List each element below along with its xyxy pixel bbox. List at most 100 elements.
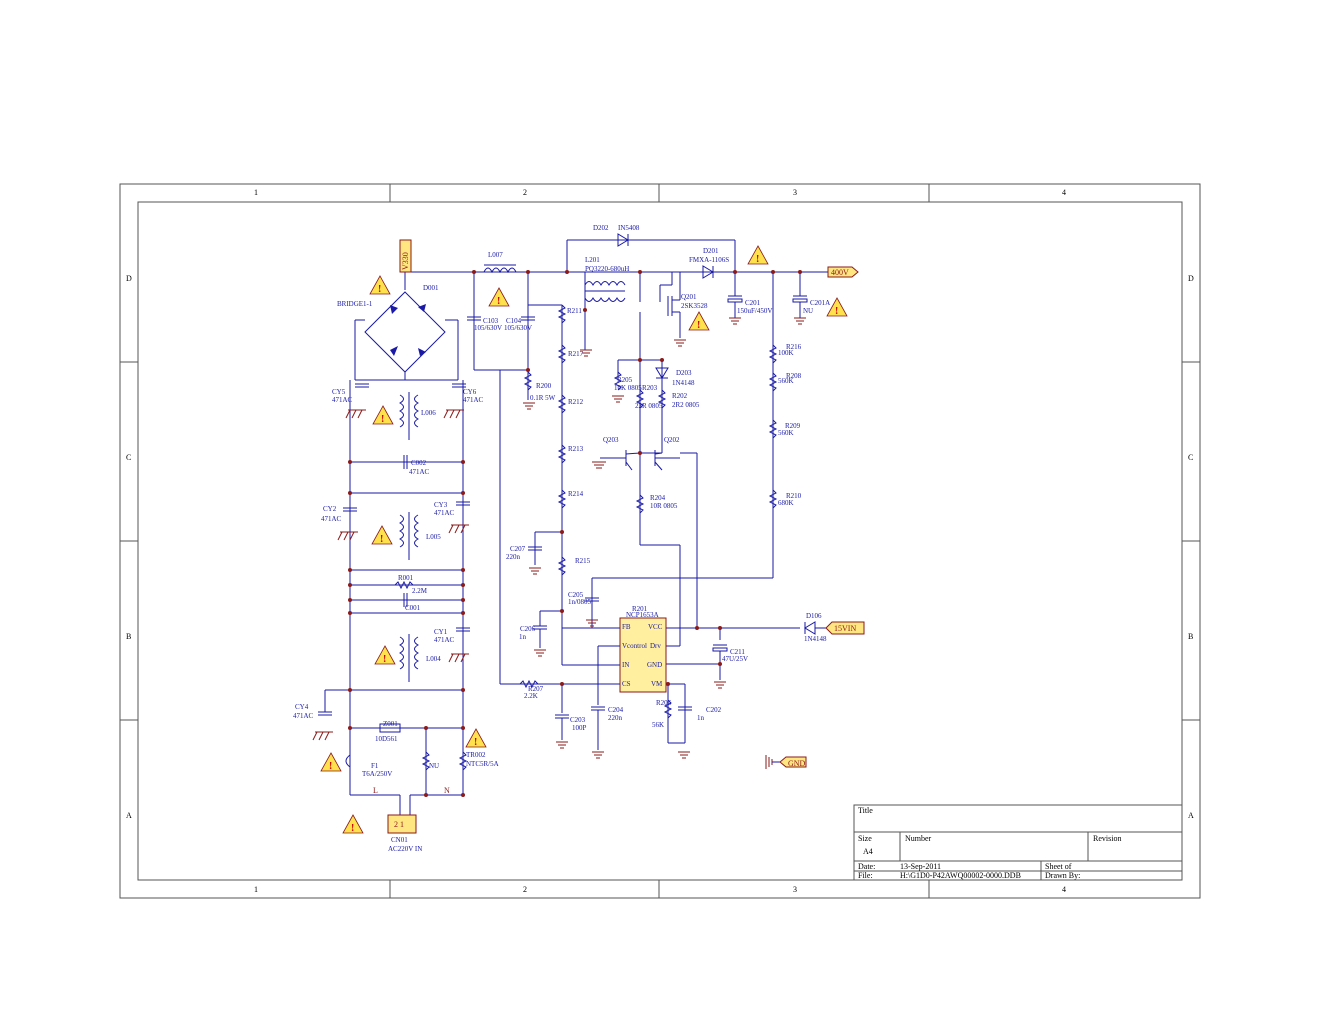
label-r206: R206 xyxy=(656,699,672,707)
warning-icon: ! xyxy=(342,814,364,834)
label-r211: R211 xyxy=(567,307,582,315)
sheet-label: Sheet of xyxy=(1045,862,1072,871)
warning-icon: ! xyxy=(369,275,391,295)
col-label-top-1: 1 xyxy=(254,188,258,197)
label-q203: Q203 xyxy=(603,436,619,444)
label-r001-val: 2.2M xyxy=(412,587,428,595)
warning-icon: ! xyxy=(747,245,769,265)
title-block: Title Size A4 Number Revision Date: 13-S… xyxy=(853,804,1183,881)
label-r206-val: 56K xyxy=(652,721,664,729)
label-r202-val: 2R2 0805 xyxy=(672,401,700,409)
svg-text:!: ! xyxy=(378,284,381,295)
label-l201: L201 xyxy=(585,256,600,264)
label-r205: R205 xyxy=(617,376,633,384)
file-label: File: xyxy=(858,871,873,880)
label-cy1-val: 471AC xyxy=(434,636,455,644)
label-c001: C001 xyxy=(405,604,421,612)
label-c203: C203 xyxy=(570,716,586,724)
warning-icon: ! xyxy=(371,525,393,545)
label-r209: R209 xyxy=(785,422,801,430)
pin-cs: CS xyxy=(622,680,631,688)
label-r210-val: 680K xyxy=(778,499,794,507)
row-label-right-b: B xyxy=(1188,632,1193,641)
label-nu: NU xyxy=(429,762,439,770)
label-d001: D001 xyxy=(423,284,439,292)
label-cy6: CY6 xyxy=(463,388,477,396)
row-label-right-a: A xyxy=(1188,811,1194,820)
label-r208: R208 xyxy=(786,372,802,380)
label-tr002: TR002 xyxy=(466,751,486,759)
label-q201: Q201 xyxy=(681,293,697,301)
row-label-left-b: B xyxy=(126,632,131,641)
warning-icon: ! xyxy=(320,752,342,772)
label-r212: R212 xyxy=(568,398,584,406)
label-c201a: C201A xyxy=(810,299,830,307)
svg-text:400V: 400V xyxy=(831,268,849,277)
label-r213: R213 xyxy=(568,445,584,453)
label-r204: R204 xyxy=(650,494,666,502)
col-label-top-3: 3 xyxy=(793,188,797,197)
pin-vcc: VCC xyxy=(648,623,663,631)
label-l201-val: PQ3220-680uH xyxy=(585,265,629,273)
pin-drv: Drv xyxy=(650,642,661,650)
component-labels: BRIDGE1-1 D001 L007 L201 PQ3220-680uH D2… xyxy=(293,224,830,853)
port-15vin: 15VIN xyxy=(825,621,865,635)
label-c204-val: 220n xyxy=(608,714,623,722)
size-value: A4 xyxy=(863,847,873,856)
label-line-l: L xyxy=(373,786,378,795)
label-r210: R210 xyxy=(786,492,802,500)
file-value: H:\G1D0-P42AWQ00002-0000.DDB xyxy=(900,871,1021,880)
warning-icon: ! xyxy=(372,405,394,425)
col-label-top-2: 2 xyxy=(523,188,527,197)
ground-symbols xyxy=(312,317,806,769)
pin-in: IN xyxy=(622,661,629,669)
label-d201: D201 xyxy=(703,247,719,255)
label-c103-val: 105/630V xyxy=(474,324,502,332)
label-f1-val: T6A/250V xyxy=(362,770,392,778)
svg-text:!: ! xyxy=(474,737,477,748)
connector-cn01: 2 1 xyxy=(387,814,417,834)
label-line-n: N xyxy=(444,786,450,795)
pin-fb: FB xyxy=(622,623,631,631)
label-r215: R215 xyxy=(575,557,591,565)
label-q202: Q202 xyxy=(664,436,680,444)
label-c201-val: 150uF/450V xyxy=(737,307,772,315)
label-tr002-val: NTC5R/5A xyxy=(466,760,499,768)
warning-icon: ! xyxy=(488,287,510,307)
label-d106-val: 1N4148 xyxy=(804,635,827,643)
warning-icon: ! xyxy=(688,311,710,331)
label-l005: L005 xyxy=(426,533,441,541)
label-r202: R202 xyxy=(672,392,688,400)
drawn-by-label: Drawn By: xyxy=(1045,871,1080,880)
port-v330: V330 xyxy=(399,239,412,273)
label-d202-val: IN5408 xyxy=(618,224,640,232)
label-cy4: CY4 xyxy=(295,703,309,711)
label-c206-val: 1n xyxy=(519,633,527,641)
label-r203-val: 22R 0805 xyxy=(635,402,663,410)
wiring xyxy=(349,239,830,815)
label-c205-val: 1n/0805 xyxy=(568,598,591,606)
label-r216-val: 100K xyxy=(778,349,794,357)
warning-icon: ! xyxy=(374,645,396,665)
label-z001: Z001 xyxy=(383,720,398,728)
label-c202-val: 1n xyxy=(697,714,705,722)
row-label-right-c: C xyxy=(1188,453,1193,462)
label-bridge: BRIDGE1-1 xyxy=(337,300,373,308)
label-c201a-val: NU xyxy=(803,307,813,315)
label-r205-val: 10K 0805 xyxy=(614,384,642,392)
label-cy2-val: 471AC xyxy=(321,515,342,523)
label-c201: C201 xyxy=(745,299,761,307)
date-label: Date: xyxy=(858,862,875,871)
svg-text:!: ! xyxy=(381,414,384,425)
row-label-left-c: C xyxy=(126,453,131,462)
label-cy3-val: 471AC xyxy=(434,509,455,517)
label-c202: C202 xyxy=(706,706,722,714)
label-c211: C211 xyxy=(730,648,745,656)
svg-text:2 1: 2 1 xyxy=(394,820,404,829)
label-c207: C207 xyxy=(510,545,526,553)
svg-text:15VIN: 15VIN xyxy=(834,624,856,633)
title-label: Title xyxy=(858,806,873,815)
svg-text:!: ! xyxy=(697,320,700,331)
label-cy5-val: 471AC xyxy=(332,396,353,404)
label-c104: C104 xyxy=(506,317,522,325)
